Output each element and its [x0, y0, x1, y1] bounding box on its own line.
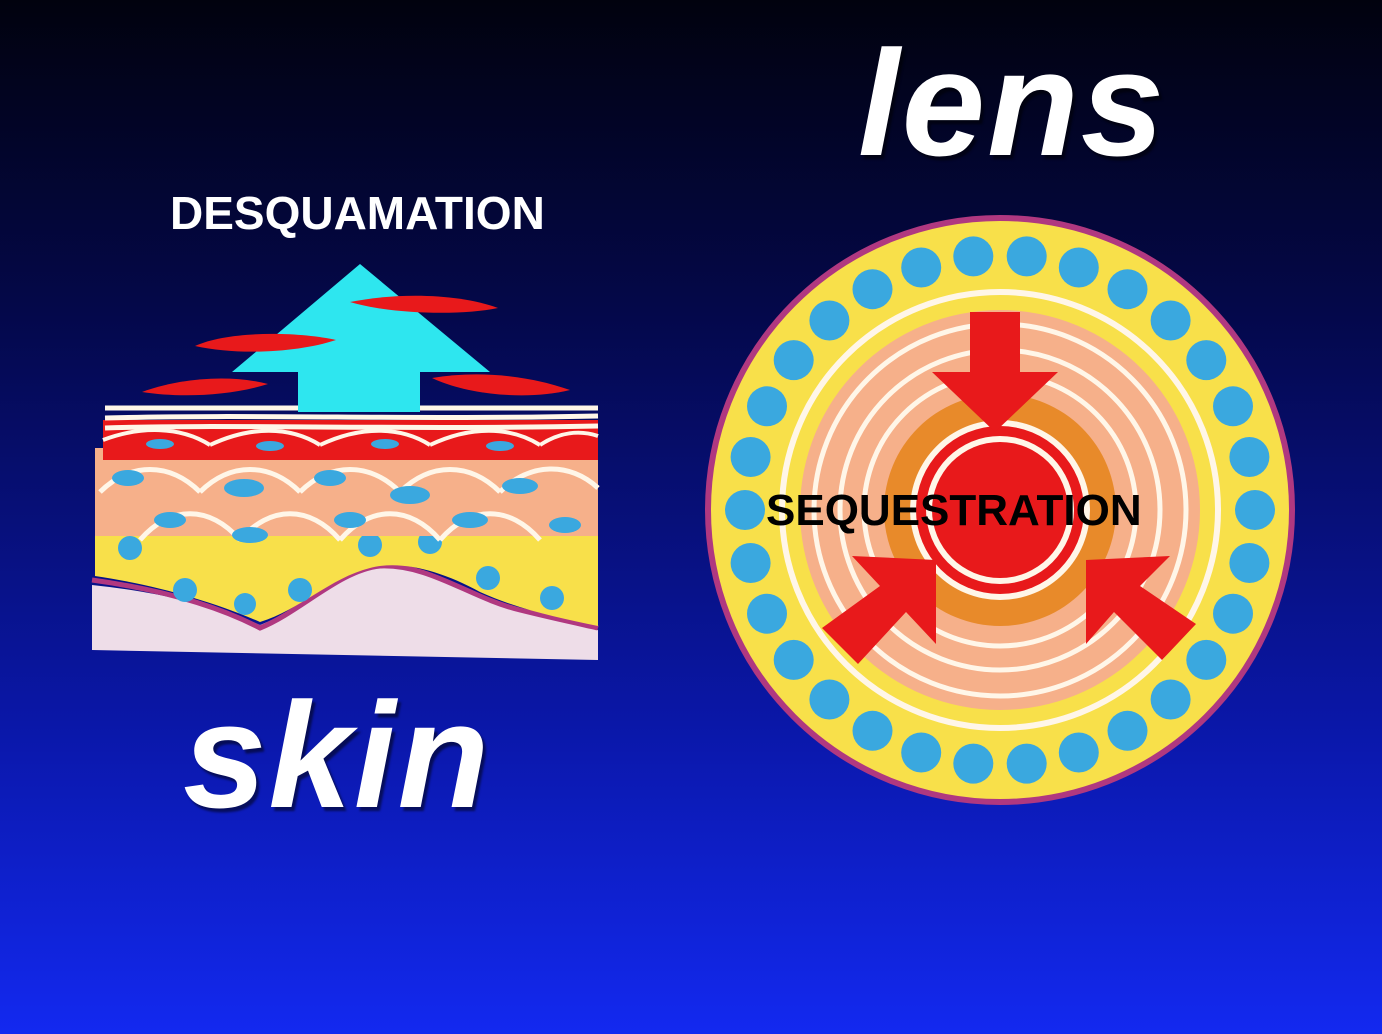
- epithelial-cell: [809, 300, 850, 341]
- epithelial-cell: [1235, 490, 1275, 530]
- granular-nuclei: [146, 439, 514, 451]
- epithelial-cell: [1213, 593, 1253, 634]
- lens-title: lens: [858, 19, 1167, 187]
- skin-illustration: [91, 264, 600, 660]
- sequestration-arrow-bottom-left: [822, 556, 936, 664]
- epithelial-cell: [809, 679, 850, 720]
- desquamation-arrow: [232, 264, 490, 412]
- epithelial-cell: [1150, 300, 1191, 341]
- spinous-cell-outlines: [98, 466, 600, 542]
- epithelial-cell: [953, 236, 994, 277]
- epithelial-cell: [773, 340, 814, 381]
- epithelial-cell: [852, 269, 893, 310]
- epithelial-cell: [1186, 340, 1227, 381]
- epithelial-cell: [747, 386, 787, 427]
- epithelial-cell: [1186, 639, 1227, 680]
- shedding-scales: [142, 295, 570, 396]
- lens-nucleus: [932, 442, 1068, 578]
- skin-dermis-layer: [92, 565, 598, 660]
- epithelial-cell: [1107, 269, 1148, 310]
- epithelial-cell: [901, 732, 942, 773]
- epithelial-cell: [1150, 679, 1191, 720]
- lens-illustration: [705, 215, 1295, 805]
- lens-epithelial-cells: [725, 236, 1275, 784]
- epithelial-cell: [747, 593, 787, 634]
- epithelial-cell: [773, 639, 814, 680]
- sequestration-label: SEQUESTRATION: [766, 486, 1142, 535]
- epithelial-cell: [901, 247, 942, 288]
- epithelial-cell: [1058, 732, 1099, 773]
- desquamation-label: DESQUAMATION: [170, 187, 545, 239]
- epithelial-cell: [852, 710, 893, 751]
- sequestration-arrow-bottom-right: [1086, 556, 1196, 660]
- epithelial-cell: [1006, 236, 1047, 277]
- epithelial-cell: [1107, 710, 1148, 751]
- epithelial-cell: [1006, 743, 1047, 784]
- granular-cell-outlines: [102, 428, 599, 447]
- epithelial-cell: [730, 543, 771, 583]
- spinous-cell-nuclei: [112, 470, 581, 543]
- epithelial-cell: [1213, 386, 1253, 427]
- skin-title: skin: [183, 671, 492, 839]
- skin-basal-layer: [95, 520, 598, 626]
- epithelial-cell: [725, 490, 765, 530]
- epithelial-cell: [730, 437, 771, 477]
- epithelial-cell: [953, 743, 994, 784]
- epithelial-cell: [1058, 247, 1099, 288]
- epithelial-cell: [1229, 543, 1270, 583]
- sequestration-arrow-top: [932, 312, 1058, 432]
- epithelial-cell: [1229, 437, 1270, 477]
